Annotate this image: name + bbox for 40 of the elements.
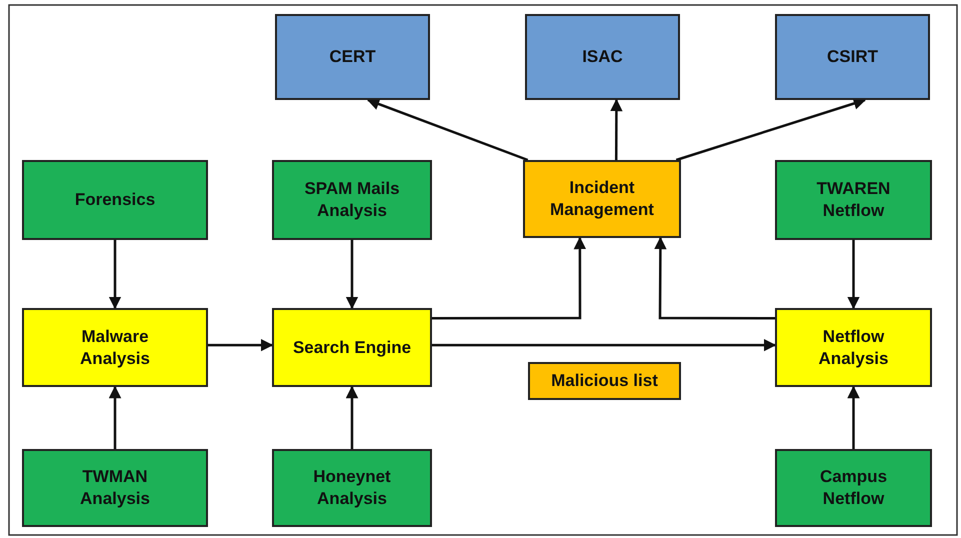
arrow bbox=[346, 386, 358, 449]
organization-box bbox=[275, 14, 430, 100]
arrow bbox=[346, 240, 358, 310]
arrow bbox=[610, 98, 623, 160]
node-label: ISAC bbox=[581, 46, 624, 68]
node-label: Malware Analysis bbox=[79, 326, 151, 370]
arrow bbox=[108, 386, 122, 449]
source-box bbox=[22, 160, 208, 240]
source-box bbox=[775, 160, 932, 240]
organization-box bbox=[525, 14, 680, 100]
node-label: CSIRT bbox=[826, 46, 879, 68]
source-box bbox=[272, 160, 432, 240]
node-label: Honeynet Analysis bbox=[312, 466, 392, 510]
arrow bbox=[108, 240, 122, 310]
node-label: CERT bbox=[328, 46, 377, 68]
node-label: Malicious list bbox=[550, 370, 659, 392]
node-label: TWAREN Netflow bbox=[816, 178, 892, 222]
arrow bbox=[432, 338, 776, 352]
output-box bbox=[528, 362, 681, 400]
organization-box bbox=[775, 14, 930, 100]
source-box bbox=[272, 449, 432, 527]
source-box bbox=[775, 449, 932, 527]
arrow bbox=[366, 98, 528, 162]
analysis-box bbox=[272, 308, 432, 387]
node-label: SPAM Mails Analysis bbox=[303, 178, 401, 222]
analysis-box bbox=[775, 308, 932, 387]
arrow bbox=[208, 338, 274, 352]
analysis-box bbox=[22, 308, 208, 387]
node-label: Campus Netflow bbox=[818, 466, 888, 510]
arrow bbox=[847, 386, 860, 449]
node-label: Forensics bbox=[74, 189, 156, 211]
arrow bbox=[654, 236, 775, 320]
node-label: Netflow Analysis bbox=[818, 326, 890, 370]
arrow bbox=[847, 240, 860, 310]
node-label: Search Engine bbox=[292, 336, 412, 358]
output-box bbox=[523, 160, 681, 238]
node-label: Incident Management bbox=[549, 177, 655, 221]
node-label: TWMAN Analysis bbox=[79, 466, 151, 510]
source-box bbox=[22, 449, 208, 527]
arrow bbox=[432, 236, 586, 320]
